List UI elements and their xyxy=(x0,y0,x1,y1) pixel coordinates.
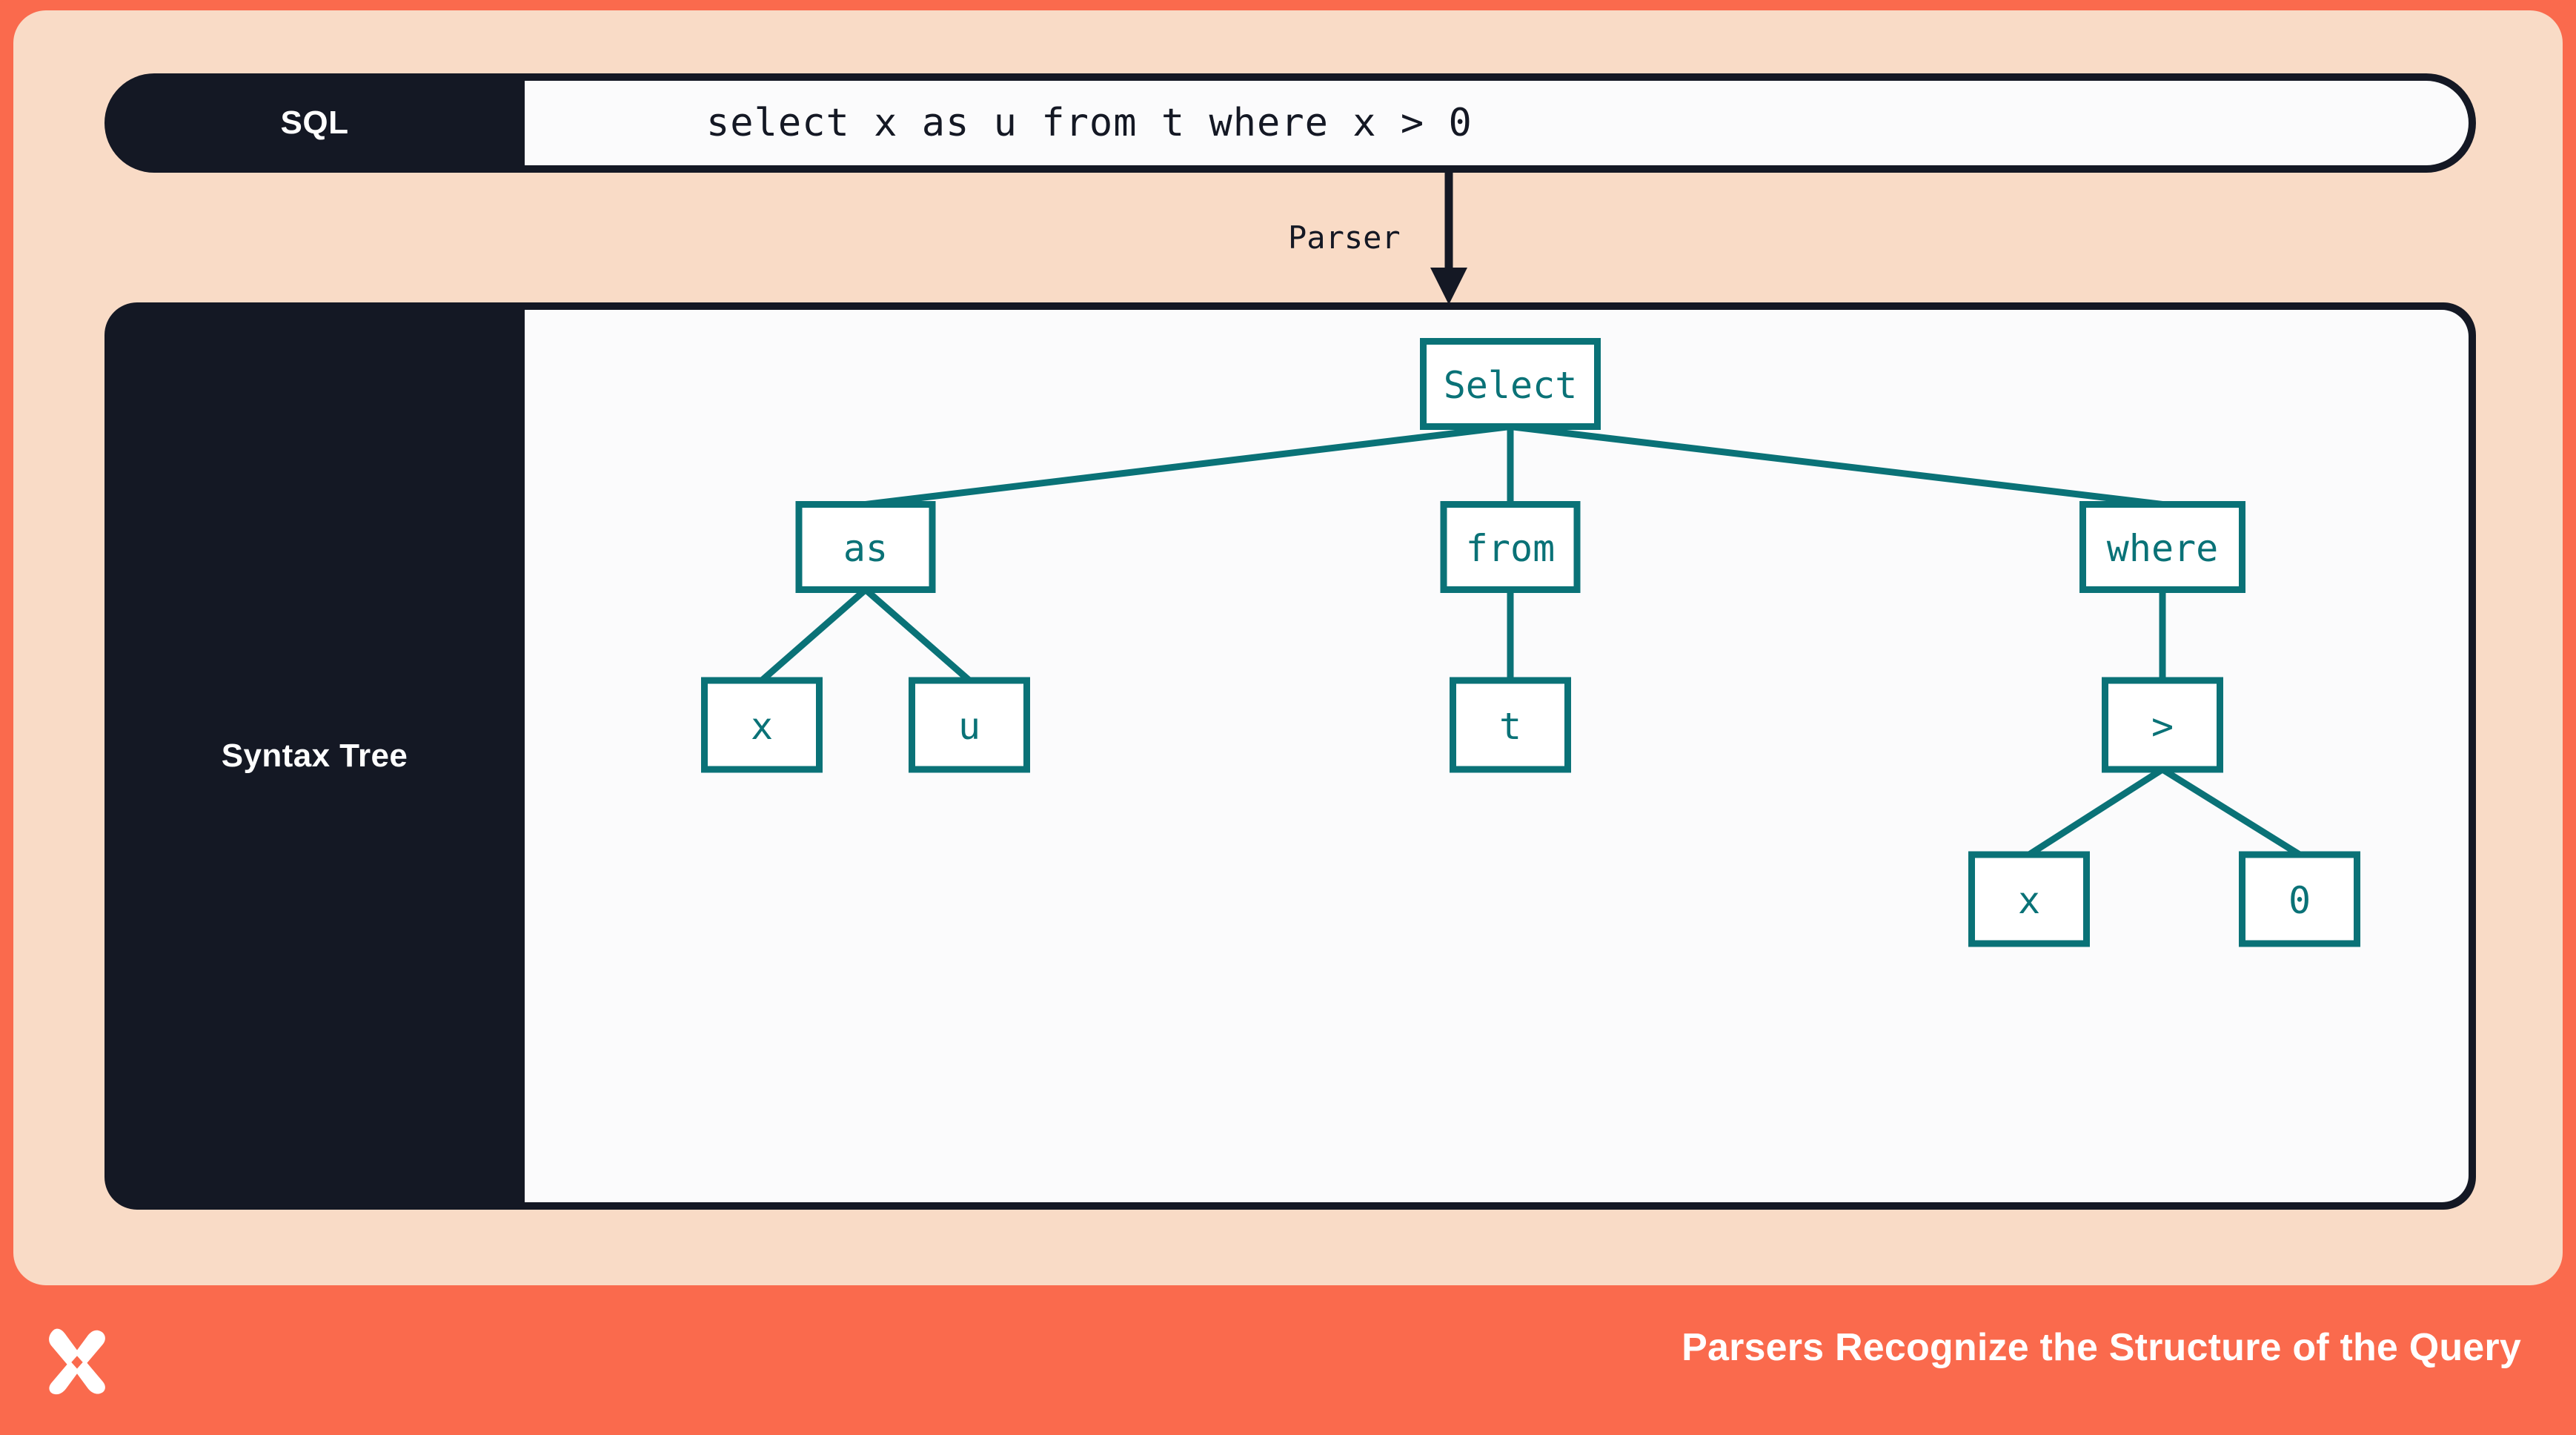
tree-node-box xyxy=(2239,851,2360,947)
tree-node-group: Select as from where x u t > x 0 xyxy=(701,338,2360,947)
footer-caption: Parsers Recognize the Structure of the Q… xyxy=(1682,1326,2521,1369)
tree-node[interactable]: from xyxy=(1440,501,1581,593)
syntax-tree-panel: Syntax Tree Select as from where x u t > x 0 xyxy=(104,302,2476,1210)
tree-node-label: x xyxy=(751,705,773,748)
tree-edge-group xyxy=(760,423,2302,858)
tree-node-box xyxy=(909,677,1030,773)
syntax-tree-canvas: Select as from where x u t > x 0 xyxy=(525,310,2469,1202)
tree-edge xyxy=(1510,423,2163,508)
sql-bar-label: SQL xyxy=(280,105,349,141)
tree-node-box xyxy=(1450,677,1571,773)
sql-query-field[interactable]: select x as u from t where x > 0 xyxy=(525,81,2469,165)
tree-node-box xyxy=(2079,501,2245,593)
tree-node[interactable]: x xyxy=(1968,851,2090,947)
syntax-tree-graph: Select as from where x u t > x 0 xyxy=(701,338,2360,947)
tree-node-label: u xyxy=(958,705,980,748)
tree-node[interactable]: where xyxy=(2079,501,2245,593)
syntax-tree-label: Syntax Tree xyxy=(221,738,408,774)
tree-node-box xyxy=(701,677,823,773)
tree-node[interactable]: t xyxy=(1450,677,1571,773)
footer-bar xyxy=(0,1285,2576,1435)
tree-node-box xyxy=(2102,677,2223,773)
tree-edge xyxy=(2160,766,2302,858)
x-mark-logo-icon xyxy=(49,1328,105,1395)
sql-query-text: select x as u from t where x > 0 xyxy=(706,101,1473,145)
tree-node[interactable]: x xyxy=(701,677,823,773)
tree-edge xyxy=(865,423,1511,508)
tree-node-box xyxy=(1968,851,2090,947)
tree-node[interactable]: Select xyxy=(1420,338,1601,430)
tree-node-label: t xyxy=(1499,705,1521,748)
parser-arrow-icon xyxy=(1430,173,1467,305)
tree-node-label: where xyxy=(2107,527,2219,570)
tree-edge xyxy=(2027,766,2165,858)
tree-edge xyxy=(760,587,868,683)
tree-node-box xyxy=(795,501,936,593)
tree-node[interactable]: > xyxy=(2102,677,2223,773)
tree-node[interactable]: u xyxy=(909,677,1030,773)
tree-node[interactable]: as xyxy=(795,501,936,593)
tree-node[interactable]: 0 xyxy=(2239,851,2360,947)
tree-node-label: > xyxy=(2151,705,2174,748)
tree-node-label: as xyxy=(843,527,888,570)
parser-label: Parser xyxy=(1288,219,1401,256)
tree-node-label: Select xyxy=(1444,364,1578,407)
tree-node-label: from xyxy=(1466,527,1555,570)
tree-node-box xyxy=(1420,338,1601,430)
tree-node-label: 0 xyxy=(2288,879,2311,922)
tree-node-box xyxy=(1440,501,1581,593)
sql-input-bar[interactable]: SQL select x as u from t where x > 0 xyxy=(104,73,2476,173)
tree-edge xyxy=(863,587,972,683)
tree-node-label: x xyxy=(2018,879,2040,922)
